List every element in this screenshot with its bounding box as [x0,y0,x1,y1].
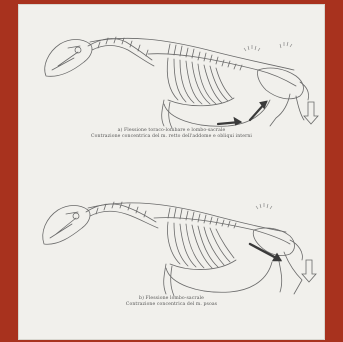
motion-marks-b [256,203,272,209]
hind-leg [278,252,302,294]
nuchal-ligament [88,203,286,232]
skull-outline [43,206,90,245]
book-page: a) Flessione toraco-lombare e lombo-sacr… [18,4,325,340]
caption-a-line2: Contrazione concentrica del m. retto del… [18,134,325,140]
ribcage [168,222,235,268]
motion-marks-a [244,42,292,51]
back-spine [148,54,296,86]
caption-b: b) Flessione lombo-sacrale Contrazione c… [18,296,325,308]
caption-a: a) Flessione toraco-lombare e lombo-sacr… [18,128,325,140]
abdomen-outline [166,262,272,292]
neck-spine [88,39,152,60]
down-arrow-b [302,260,316,282]
caption-b-line2: Contrazione concentrica del m. psoas [18,302,325,308]
figure-a-horse-skeleton [18,4,325,134]
fore-leg [164,264,174,296]
fore-leg [162,100,172,128]
pelvis [253,228,294,256]
skull-outline [45,40,92,77]
pelvis [257,68,303,99]
figure-b-horse-skeleton [18,144,325,314]
down-arrow-a [304,102,318,124]
